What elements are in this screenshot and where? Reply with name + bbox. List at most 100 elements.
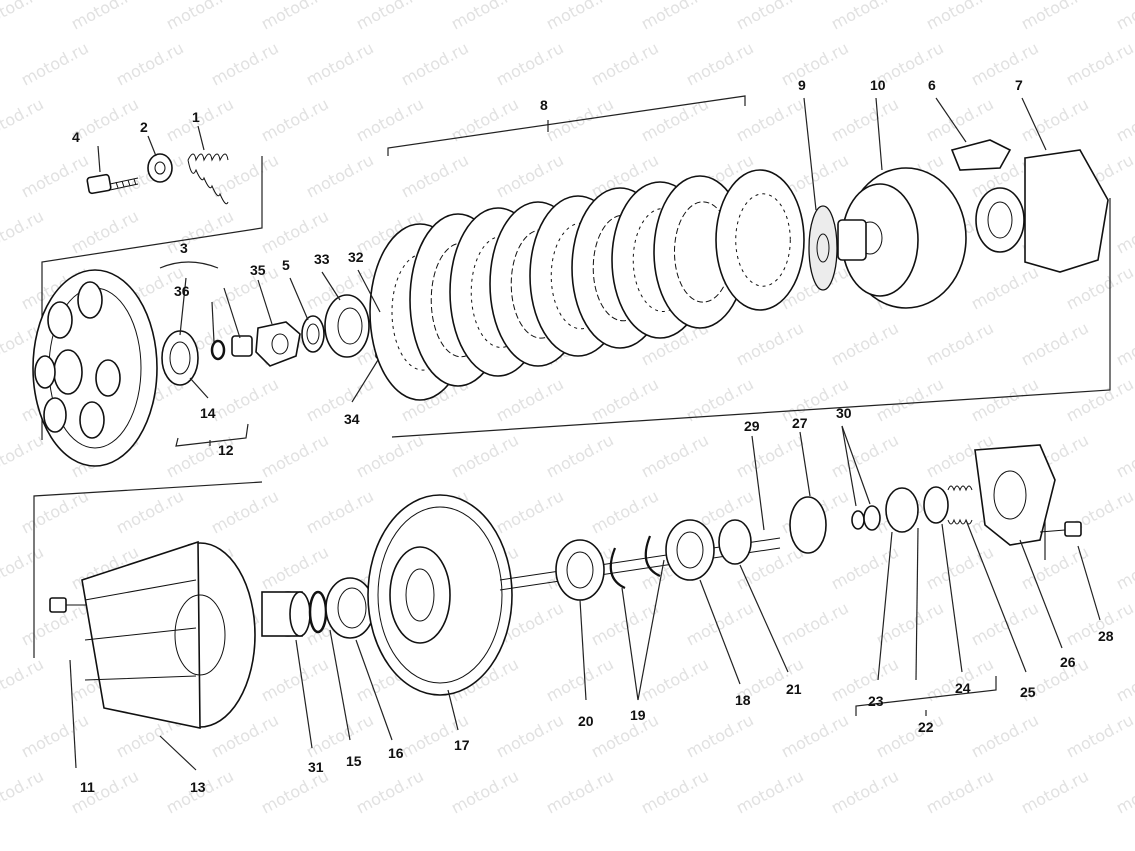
watermark-text: motod.ru <box>353 0 427 34</box>
watermark-text: motod.ru <box>733 430 807 481</box>
leader-line <box>799 431 811 497</box>
watermark-text: motod.ru <box>163 94 237 145</box>
watermark-text: motod.ru <box>208 262 282 313</box>
leader-line <box>159 261 219 269</box>
part-label-17: 17 <box>454 737 470 753</box>
watermark-text: motod.ru <box>923 766 997 817</box>
damper-part-6 <box>950 139 1012 171</box>
washers-part-30 <box>851 505 881 531</box>
part-label-14: 14 <box>200 405 216 421</box>
leader-line <box>447 689 459 731</box>
watermark-text: motod.ru <box>258 430 332 481</box>
watermark-text: motod.ru <box>0 206 47 257</box>
watermark-text: motod.ru <box>1063 262 1135 313</box>
watermark-text: motod.ru <box>258 0 332 34</box>
watermark-text: motod.ru <box>828 430 902 481</box>
watermark-text: motod.ru <box>638 430 712 481</box>
watermark-text: motod.ru <box>353 766 427 817</box>
watermark-text: motod.ru <box>303 38 377 89</box>
part-label-22: 22 <box>918 719 934 735</box>
watermark-text: motod.ru <box>543 0 617 34</box>
watermark-text: motod.ru <box>778 710 852 761</box>
watermark-text: motod.ru <box>303 486 377 537</box>
watermark-text: motod.ru <box>303 710 377 761</box>
spacer-part-9 <box>808 205 838 291</box>
watermark-text: motod.ru <box>828 94 902 145</box>
sleeve-part-31 <box>261 591 311 637</box>
part-label-32: 32 <box>348 249 364 265</box>
watermark-text: motod.ru <box>398 150 472 201</box>
watermark-text: motod.ru <box>1113 654 1135 705</box>
watermark-text: motod.ru <box>1063 374 1135 425</box>
bolt-part-4 <box>86 173 139 195</box>
watermark-text: motod.ru <box>493 38 567 89</box>
watermark-text: motod.ru <box>588 38 662 89</box>
part-label-27: 27 <box>792 415 808 431</box>
spring-part-25 <box>947 485 973 525</box>
watermark-text: motod.ru <box>18 710 92 761</box>
pressure-plate-part-11-upper <box>32 269 158 467</box>
leader-line <box>855 676 997 716</box>
leader-line <box>329 629 351 741</box>
watermark-text: motod.ru <box>353 430 427 481</box>
part-label-18: 18 <box>735 692 751 708</box>
part-label-13: 13 <box>190 779 206 795</box>
circlips-part-19 <box>609 535 661 590</box>
part-label-19: 19 <box>630 707 646 723</box>
leader-line <box>223 287 241 339</box>
bolt-part-28 <box>1039 521 1082 537</box>
watermark-text: motod.ru <box>68 0 142 34</box>
watermark-text: motod.ru <box>588 710 662 761</box>
leader-line <box>289 277 309 321</box>
watermark-text: motod.ru <box>638 766 712 817</box>
leader-line <box>935 97 967 143</box>
watermark-text: motod.ru <box>18 486 92 537</box>
leader-line <box>351 359 379 403</box>
watermark-text: motod.ru <box>1018 542 1092 593</box>
pin-part-35 <box>231 321 301 367</box>
part-label-30: 30 <box>836 405 852 421</box>
watermark-text: motod.ru <box>448 430 522 481</box>
watermark-text: motod.ru <box>828 766 902 817</box>
leader-line <box>159 735 197 771</box>
watermark-text: motod.ru <box>778 598 852 649</box>
leader-line <box>197 125 205 151</box>
watermark-text: motod.ru <box>873 598 947 649</box>
part-label-29: 29 <box>744 418 760 434</box>
watermark-text: motod.ru <box>398 38 472 89</box>
leader-line <box>965 519 1027 673</box>
leader-line <box>751 435 765 531</box>
part-label-36: 36 <box>174 283 190 299</box>
seal-part-24 <box>923 486 949 524</box>
cover-part-7 <box>975 149 1109 273</box>
ring-part-36 <box>210 339 226 361</box>
leader-line <box>803 97 817 211</box>
watermark-text: motod.ru <box>683 710 757 761</box>
watermark-text: motod.ru <box>208 150 282 201</box>
leader-line <box>321 271 341 301</box>
watermark-text: motod.ru <box>448 766 522 817</box>
leader-lines <box>69 95 1101 771</box>
bearing-part-18 <box>665 519 715 581</box>
watermark-text: motod.ru <box>683 598 757 649</box>
watermark-text: motod.ru <box>1018 0 1092 34</box>
part-label-4: 4 <box>72 129 80 145</box>
watermark-text: motod.ru <box>1113 542 1135 593</box>
bushing-part-21 <box>718 519 752 565</box>
bearing-part-20 <box>555 539 605 601</box>
bushing-part-16 <box>325 577 375 639</box>
watermark-text: motod.ru <box>1063 38 1135 89</box>
watermark-text: motod.ru <box>493 150 567 201</box>
part-label-10: 10 <box>870 77 886 93</box>
watermark-text: motod.ru <box>778 38 852 89</box>
watermark-text: motod.ru <box>0 654 47 705</box>
leader-line <box>295 639 313 749</box>
watermark-text: motod.ru <box>493 710 567 761</box>
watermark-text: motod.ru <box>208 38 282 89</box>
watermark-text: motod.ru <box>113 486 187 537</box>
bearing-part-14 <box>161 330 199 386</box>
watermark-text: motod.ru <box>828 318 902 369</box>
watermark-text: motod.ru <box>733 0 807 34</box>
watermark-text: motod.ru <box>163 0 237 34</box>
